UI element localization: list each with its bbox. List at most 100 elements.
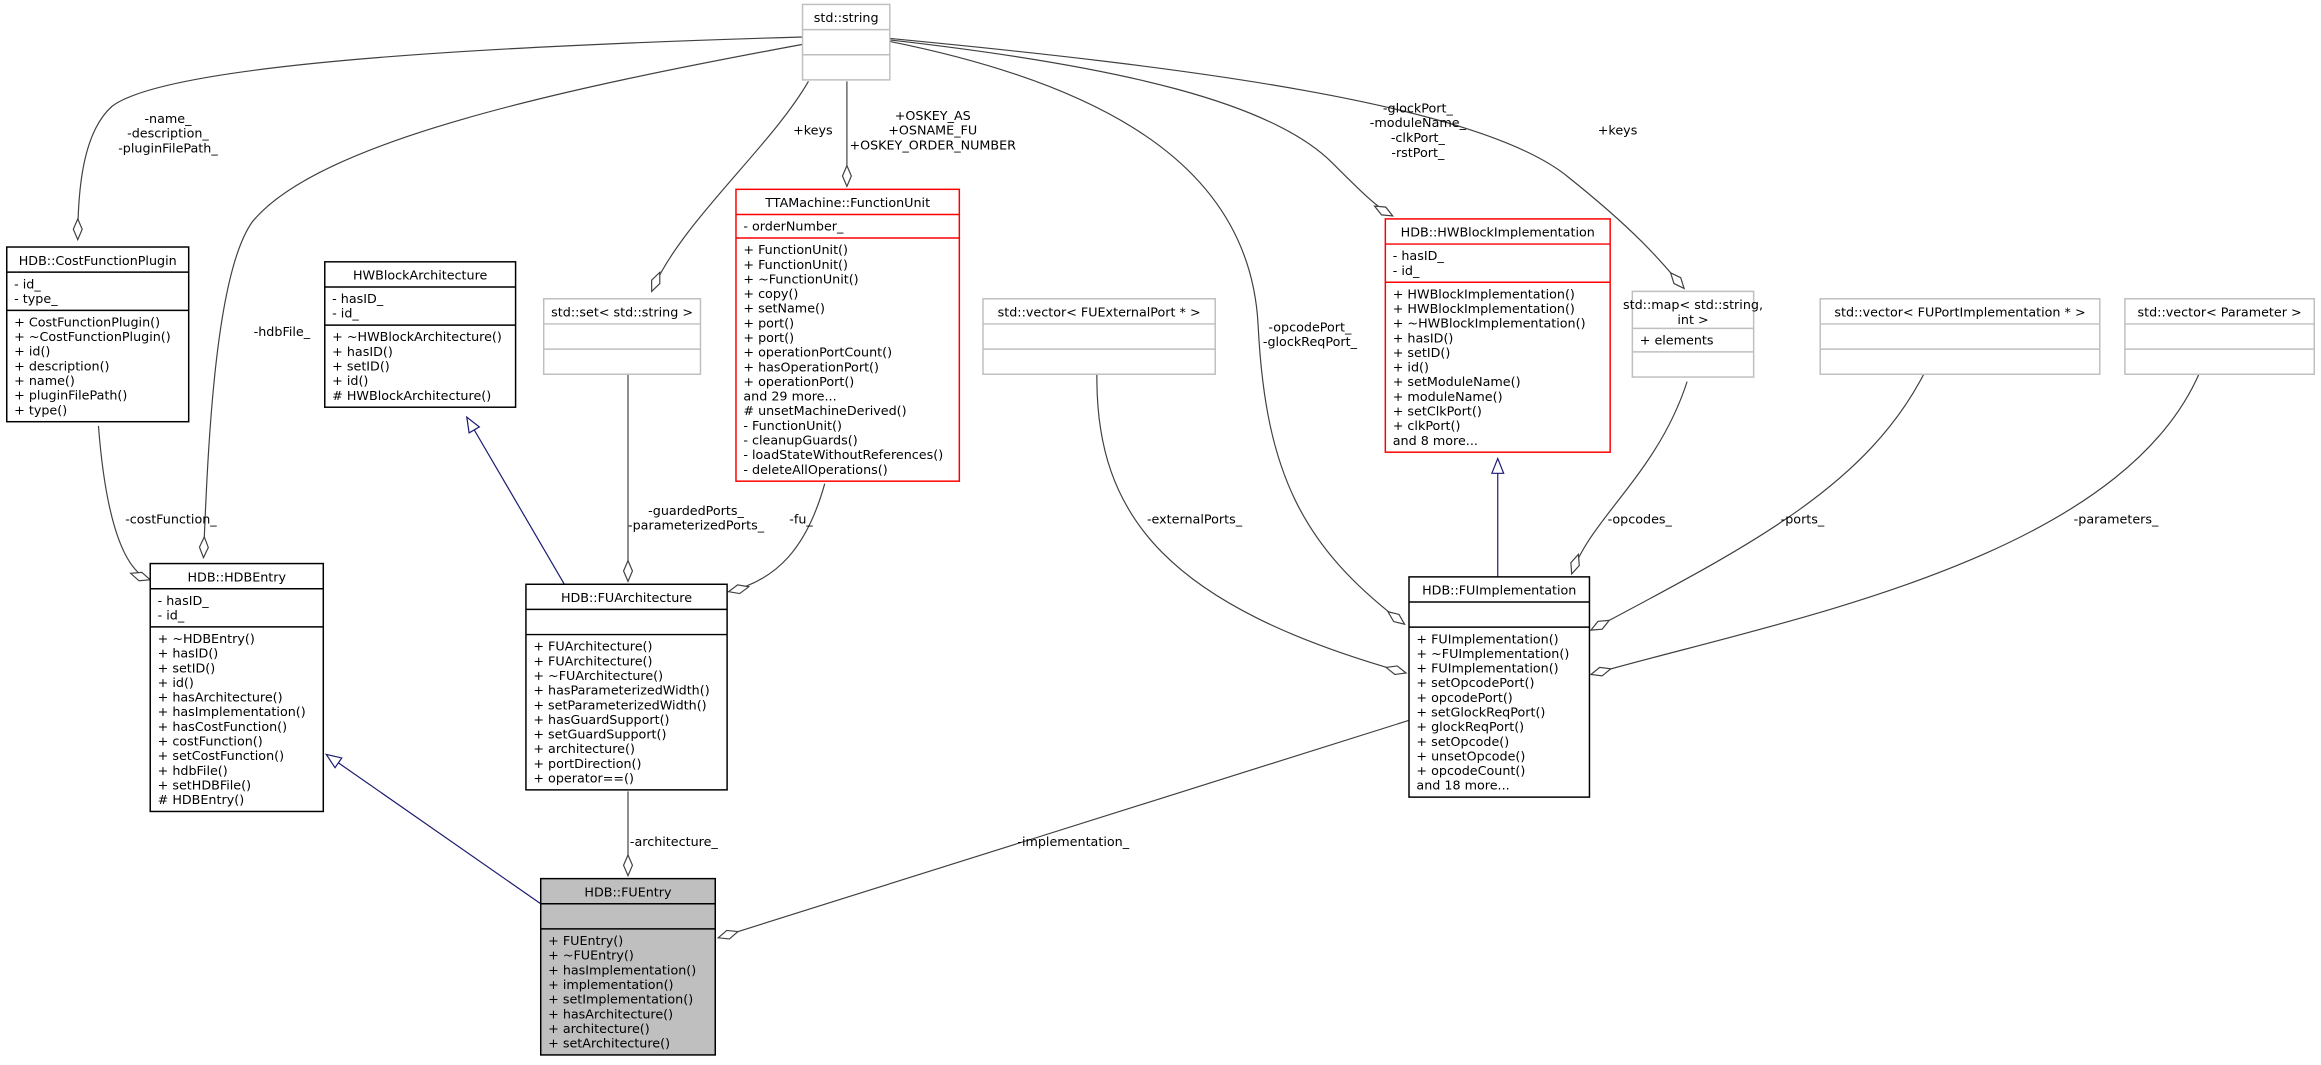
class-method: + operationPortCount() — [743, 345, 892, 360]
class-method: + hasID() — [158, 646, 219, 661]
class-method: + FunctionUnit() — [743, 242, 848, 257]
edge-label: -parameterizedPorts_ — [628, 518, 765, 533]
class-name-cont: int > — [1677, 312, 1708, 327]
class-method: + id() — [1393, 360, 1429, 375]
class-method: + FUEntry() — [548, 933, 623, 948]
class-method: + FUImplementation() — [1416, 631, 1558, 646]
edge-label: -opcodes_ — [1608, 512, 1673, 527]
class-name: TTAMachine::FunctionUnit — [764, 195, 930, 210]
class-box — [982, 298, 1216, 375]
class-method: + ~HWBlockArchitecture() — [332, 329, 502, 344]
class-name: HDB::HDBEntry — [187, 569, 286, 584]
edge-label: -externalPorts_ — [1147, 512, 1243, 527]
edge-label: +OSKEY_ORDER_NUMBER — [849, 137, 1016, 152]
edge-label: -costFunction_ — [125, 512, 217, 527]
class-node-string[interactable]: std::string — [801, 3, 891, 81]
edge-label: -description_ — [127, 126, 209, 141]
class-node-costfn[interactable]: HDB::CostFunctionPlugin- id_- type_+ Cos… — [6, 246, 190, 423]
class-node-hwarch[interactable]: HWBlockArchitecture- hasID_- id_+ ~HWBlo… — [324, 261, 517, 408]
class-method: + ~HWBlockImplementation() — [1393, 316, 1586, 331]
class-method: + hasGuardSupport() — [533, 712, 669, 727]
edge-label: -glockReqPort_ — [1263, 334, 1358, 349]
class-attribute: - hasID_ — [332, 291, 384, 306]
e-ports-line — [1591, 373, 1925, 630]
class-attribute: - orderNumber_ — [743, 219, 844, 234]
class-node-set[interactable]: std::set< std::string > — [542, 298, 702, 375]
class-box — [1384, 218, 1611, 453]
e-hdbentry-inh-line — [326, 754, 542, 905]
class-method: + setID() — [332, 359, 390, 374]
class-method: + setOpcode() — [1416, 734, 1509, 749]
class-method: + setName() — [743, 301, 825, 316]
class-method: + setID() — [1393, 345, 1451, 360]
class-node-vecport[interactable]: std::vector< FUPortImplementation * > — [1819, 298, 2101, 375]
e-hdbfile-line — [203, 43, 803, 557]
edge-label: -ports_ — [1781, 512, 1825, 527]
class-node-fu[interactable]: TTAMachine::FunctionUnit- orderNumber_+ … — [735, 188, 961, 482]
edge-label: +keys — [1598, 123, 1638, 138]
class-method: + portDirection() — [533, 756, 641, 771]
class-name: HDB::FUImplementation — [1422, 583, 1576, 598]
e-costfunction-line — [97, 425, 150, 580]
class-method: + setModuleName() — [1393, 374, 1521, 389]
class-method: + ~FUEntry() — [548, 948, 634, 963]
class-method: - FunctionUnit() — [743, 418, 842, 433]
class-node-hwimpl[interactable]: HDB::HWBlockImplementation- hasID_- id_+… — [1384, 218, 1611, 453]
class-box — [324, 261, 517, 408]
class-method: + hasParameterizedWidth() — [533, 683, 709, 698]
edge-label: -name_ — [144, 111, 192, 126]
class-method: + FunctionUnit() — [743, 257, 848, 272]
class-method: # HWBlockArchitecture() — [332, 388, 491, 403]
e-fu-line — [729, 483, 826, 592]
class-method: + ~CostFunctionPlugin() — [14, 329, 171, 344]
edge-label: -parameters_ — [2074, 512, 2159, 527]
class-attribute: + elements — [1640, 332, 1714, 347]
e-hwimpl-ports-line — [889, 39, 1393, 216]
class-method: + id() — [332, 373, 368, 388]
class-method: + opcodeCount() — [1416, 763, 1525, 778]
class-node-fuarch[interactable]: HDB::FUArchitecture+ FUArchitecture()+ F… — [525, 583, 728, 791]
class-method: + unsetOpcode() — [1416, 748, 1525, 763]
class-method: and 18 more... — [1416, 778, 1509, 793]
class-box — [1819, 298, 2101, 375]
edge-label: -fu_ — [789, 512, 813, 527]
class-method: # HDBEntry() — [158, 792, 245, 807]
class-method: + setArchitecture() — [548, 1036, 670, 1051]
e-set-keys-line — [652, 81, 809, 291]
class-node-vecparam[interactable]: std::vector< Parameter > — [2124, 298, 2315, 375]
class-method: - cleanupGuards() — [743, 432, 857, 447]
edge-label: -architecture_ — [630, 834, 719, 849]
class-method: + setGuardSupport() — [533, 727, 666, 742]
class-method: + port() — [743, 315, 794, 330]
edge-label: -glockPort_ — [1383, 100, 1454, 115]
class-attribute: - hasID_ — [1393, 248, 1445, 263]
class-method: + setHDBFile() — [158, 777, 251, 792]
class-node-vecext[interactable]: std::vector< FUExternalPort * > — [982, 298, 1216, 375]
class-node-fuentry[interactable]: HDB::FUEntry+ FUEntry()+ ~FUEntry()+ has… — [539, 877, 717, 1056]
edge-label: -pluginFilePath_ — [118, 140, 218, 155]
edges-layer — [78, 36, 2200, 938]
class-method: + CostFunctionPlugin() — [14, 314, 160, 329]
class-method: + type() — [14, 402, 67, 417]
edge-label: -implementation_ — [1017, 834, 1129, 849]
class-node-fuimpl[interactable]: HDB::FUImplementation+ FUImplementation(… — [1408, 576, 1591, 798]
class-box — [149, 562, 325, 813]
class-box — [539, 877, 717, 1056]
class-method: + hdbFile() — [158, 763, 228, 778]
class-method: + costFunction() — [158, 734, 263, 749]
class-method: + architecture() — [533, 741, 635, 756]
e-externalports-line — [1096, 374, 1406, 673]
e-opcodeport-line — [889, 40, 1405, 624]
class-name: std::map< std::string, — [1623, 297, 1763, 312]
class-method: + opcodePort() — [1416, 690, 1512, 705]
class-node-map[interactable]: std::map< std::string,int >+ elements — [1623, 290, 1763, 378]
class-box — [6, 246, 190, 423]
class-attribute: - hasID_ — [158, 593, 210, 608]
edge-label: -rstPort_ — [1391, 145, 1445, 160]
class-name: std::set< std::string > — [551, 305, 693, 320]
class-method: and 8 more... — [1393, 433, 1478, 448]
class-method: + glockReqPort() — [1416, 719, 1524, 734]
class-node-hdbentry[interactable]: HDB::HDBEntry- hasID_- id_+ ~HDBEntry()+… — [149, 562, 325, 813]
class-attribute: - id_ — [14, 276, 41, 291]
